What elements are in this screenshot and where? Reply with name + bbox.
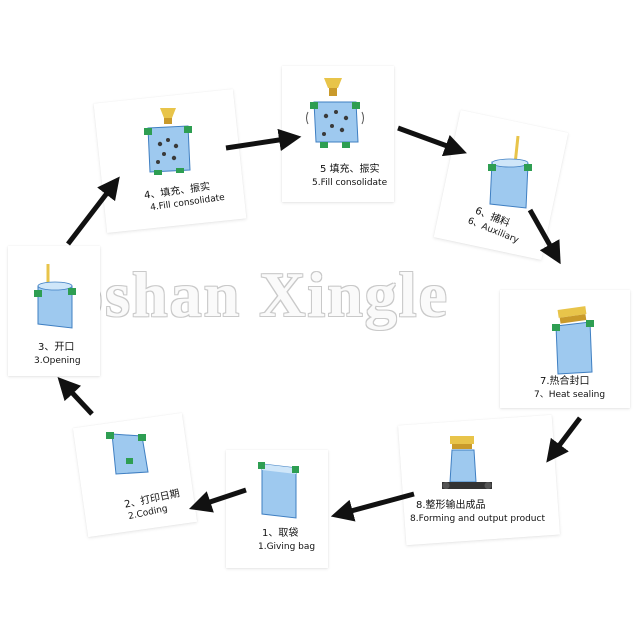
arrow-1-to-2 [188,487,247,513]
arrow-5-to-6 [397,125,467,157]
bag-icon-step6 [488,135,532,209]
step8-label-zh: 8.整形输出成品 [416,500,486,511]
step7-label-zh: 7.热合封口 [540,376,590,387]
bag-icon-step8 [442,436,492,489]
bag-icon-step1 [258,462,299,519]
bag-icon-step3 [34,264,76,329]
step8-label-en: 8.Forming and output product [410,514,545,524]
step5-label-zh: 5 填充、振实 [320,164,380,175]
step1-label-zh: 1、取袋 [262,528,299,539]
step3-label-zh: 3、开口 [38,342,75,353]
arrow-2-to-3 [57,377,94,416]
arrow-6-to-7 [527,208,561,265]
arrow-4-to-5 [225,128,302,152]
step7-label-en: 7、Heat sealing [534,390,606,400]
bag-icon-step5 [306,78,364,148]
step3-label-en: 3.Opening [34,356,81,366]
step5-label-en: 5.Fill consolidate [312,178,388,188]
bag-icon-step2 [106,432,149,475]
step1-label-en: 1.Giving bag [258,542,316,552]
arrow-7-to-8 [546,416,582,463]
bag-icon-step7 [552,306,594,375]
bag-icon-step4 [144,108,192,175]
arrow-8-to-1 [330,491,415,522]
arrow-3-to-4 [66,176,120,246]
